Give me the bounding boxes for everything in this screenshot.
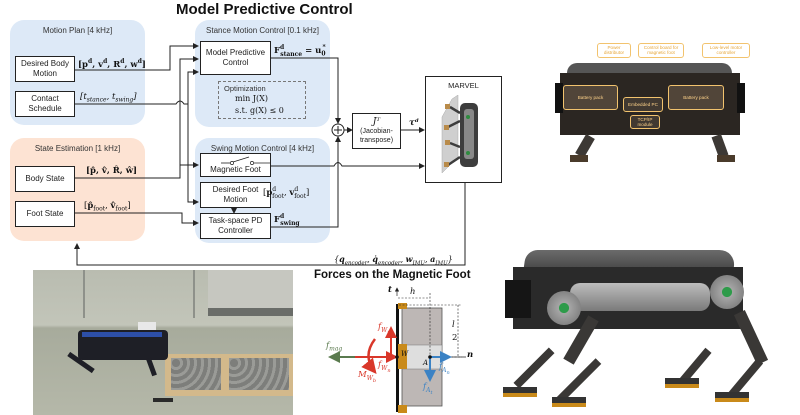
callout-motor-controller: Low-level motor controller — [702, 43, 750, 58]
marvel-block: MARVEL — [425, 76, 502, 183]
wall-climbing-robot-image — [441, 95, 478, 174]
callout-control-board: Control board for magnetic foot — [638, 43, 684, 58]
robot-experiment-photo — [33, 270, 293, 415]
swing-force-signal: Fdswing — [274, 213, 300, 227]
mpc-block: Model Predictive Control — [200, 41, 271, 75]
foot-motion-signal: [pdfoot, vdfoot] — [263, 186, 310, 200]
wire-desired-body — [75, 43, 199, 71]
contact-schedule-signal: [tstance, tswing] — [80, 92, 137, 104]
point-a-label: A — [423, 359, 429, 367]
wire-body-state — [75, 56, 199, 179]
foot-state-signal: [p̂foot, v̂foot] — [84, 201, 131, 213]
optimization-title: Optimization — [224, 84, 266, 93]
body-state-signal: [p̂, v̂, R̂, ŵ] — [86, 166, 138, 176]
torque-signal: τᵈ — [409, 118, 419, 128]
switch-icon — [221, 156, 271, 165]
callout-power-distributor: Power distributor — [597, 43, 631, 58]
f-wn-label: fWn — [378, 360, 391, 374]
callout-embedded-pc: Embedded PC — [623, 97, 663, 112]
feedback-signal: {qencoder, q̇encoder, wIMU, aIMU} — [334, 254, 453, 267]
robot-in-photo — [78, 322, 168, 360]
magnetic-foot-label: Magnetic Foot — [210, 165, 261, 174]
jacobian-block: Jᵀ (Jacobian-transpose) — [352, 113, 401, 149]
desired-body-signal: [pd, vd, Rd, wd] — [78, 58, 146, 70]
optimization-box: Optimization min J(X) s.t. g(X) ≤ 0 — [218, 81, 306, 119]
task-space-pd-block: Task-space PD Controller — [200, 213, 271, 239]
point-w-label: W — [401, 350, 409, 358]
f-mag-label: fmag — [326, 341, 343, 353]
forces-title: Forces on the Magnetic Foot — [314, 269, 471, 281]
callout-battery-right: Battery pack — [668, 85, 724, 110]
h-label: h — [410, 287, 416, 297]
wire-swing-force — [270, 136, 341, 228]
t-axis-label: t — [388, 285, 392, 295]
foot-state-block: Foot State — [15, 201, 75, 227]
state-estimation-label: State Estimation [1 kHz] — [34, 144, 121, 153]
magnetic-foot-block: Magnetic Foot — [200, 153, 271, 177]
wire-feedback — [74, 183, 466, 266]
wire-contact-vert — [187, 104, 199, 205]
desired-body-motion-block: Desired Body Motion — [15, 56, 75, 82]
diagram-title: Model Predictive Control — [176, 1, 353, 18]
m-wb-label: MWb — [358, 370, 377, 384]
optimization-objective: min J(X) — [235, 94, 268, 103]
marvel-label: MARVEL — [448, 81, 479, 90]
robot-cross-section: Power distributor Control board for magn… — [555, 43, 770, 165]
wire-stance-force — [270, 57, 341, 124]
l-half-num: l — [452, 320, 455, 330]
motion-plan-label: Motion Plan [4 kHz] — [42, 26, 113, 35]
stone-tray — [165, 354, 293, 396]
jacobian-symbol: Jᵀ — [372, 116, 381, 127]
f-wt-label: fWt — [378, 322, 390, 336]
callout-battery-left: Battery pack — [563, 85, 618, 110]
wire-magnetic-foot — [270, 162, 425, 169]
optimization-constraint: s.t. g(X) ≤ 0 — [235, 106, 284, 115]
callout-tcpip: TCP/IP module — [630, 115, 660, 129]
stance-force-signal: Fdstance = u0* — [274, 44, 326, 58]
swing-control-label: Swing Motion Control [4 kHz] — [210, 144, 315, 153]
body-state-block: Body State — [15, 166, 75, 192]
f-an-label: fAn — [439, 362, 450, 376]
wire-foot-state — [75, 212, 199, 226]
desired-foot-motion-block: Desired Foot Motion — [200, 182, 271, 208]
robot-3d-render — [495, 225, 795, 410]
l-half-den: 2 — [452, 333, 458, 343]
contact-schedule-block: Contact Schedule — [15, 91, 75, 117]
stance-control-label: Stance Motion Control [0.1 kHz] — [206, 26, 319, 35]
jacobian-label: (Jacobian-transpose) — [359, 127, 394, 144]
f-at-label: fAt — [423, 382, 433, 396]
n-axis-label: n — [467, 350, 474, 360]
